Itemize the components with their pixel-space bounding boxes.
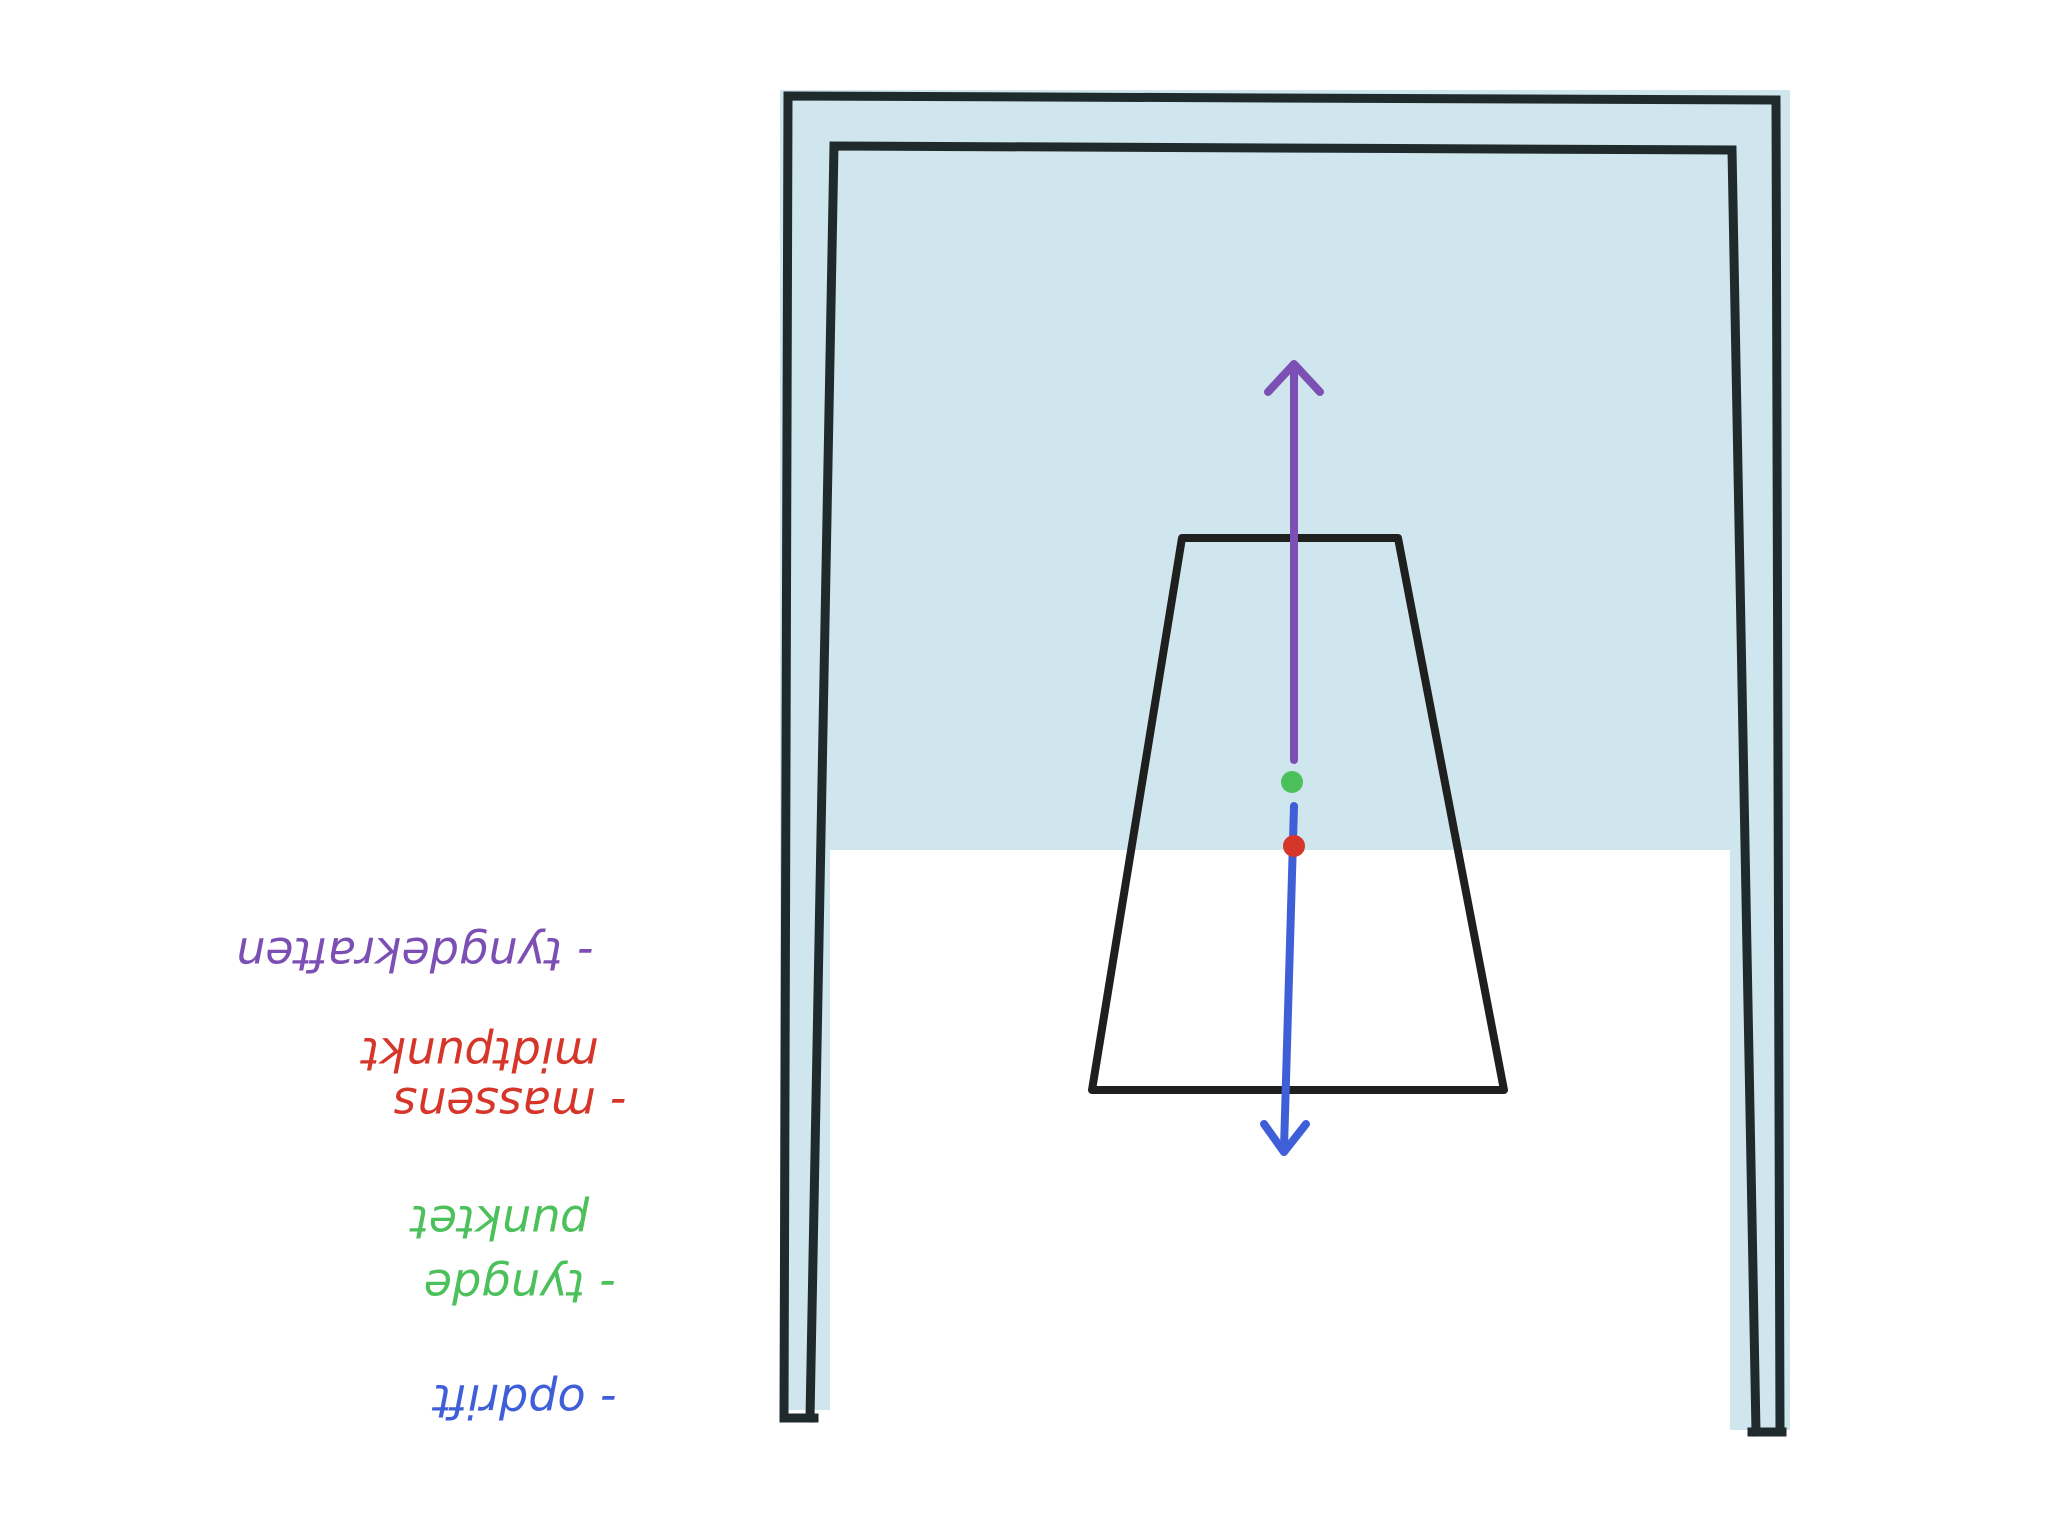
legend-center-of-mass: - massens midtpunkt [360,1027,627,1131]
floating-object [1088,534,1508,1094]
tank-frame [779,91,1787,1437]
legend-center-of-mass-line1: - massens [393,1077,627,1131]
center-of-buoyancy-dot [1281,771,1303,793]
tank-outer-wall [779,91,1785,1437]
legend-center-of-gravity: - tyngde punktet [409,1195,616,1313]
legend-center-of-mass-line2: midtpunkt [360,1027,599,1081]
gravity-arrow [1260,802,1310,1156]
center-of-mass-dot [1283,835,1305,857]
legend-buoyancy: - opdrift [431,1374,617,1428]
legend-center-of-gravity-line2: punktet [409,1195,590,1249]
legend-center-of-gravity-line1: - tyngde [424,1259,616,1313]
buoyancy-arrow [1264,360,1324,764]
legend-gravity-forces-label: - tyngdekraften [236,927,594,981]
tank-inner-wall [805,141,1761,1437]
legend-gravity-forces: - tyngdekraften [236,927,594,981]
water-region [780,90,1790,850]
legend-buoyancy-label: - opdrift [431,1374,617,1428]
